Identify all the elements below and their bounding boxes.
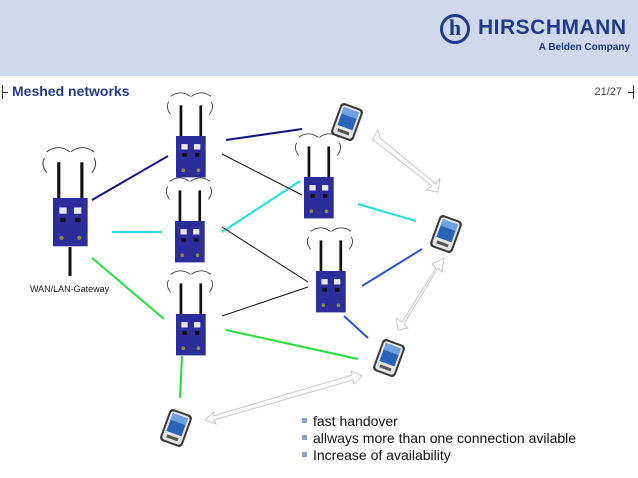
bullet-item: Increase of availability — [302, 446, 576, 463]
bullet-square-icon — [302, 452, 307, 457]
hirschmann-logo: h HIRSCHMANN A Belden Company — [440, 12, 630, 60]
logo-circle-icon — [440, 14, 470, 44]
roaming-arrow-bottom — [204, 370, 363, 425]
bullet-square-icon — [302, 435, 307, 440]
title-row: Meshed networks 21/27 — [0, 83, 638, 103]
wireless-links — [91, 128, 423, 399]
access-point-2 — [165, 177, 212, 263]
link-ap2-ap5 — [221, 226, 309, 283]
link-gateway-ap3 — [91, 257, 165, 320]
gateway-label: WAN/LAN-Gateway — [30, 284, 110, 294]
bullet-list: fast handover allways more than one conn… — [302, 412, 576, 463]
bullet-square-icon — [302, 418, 307, 423]
link-ap3-ap5 — [221, 286, 309, 317]
slide-title: Meshed networks — [12, 83, 130, 99]
link-ap1-ap4 — [221, 153, 303, 196]
link-gateway-ap1 — [91, 155, 169, 201]
logo-name: HIRSCHMANN — [478, 16, 627, 39]
link-ap5-pda3 — [343, 315, 369, 339]
pda-client-4 — [158, 407, 194, 449]
title-right-bracket-tick — [628, 92, 634, 93]
bullet-text: Increase of availability — [313, 446, 451, 463]
link-ap3-pda3 — [225, 329, 359, 360]
roaming-arrows — [204, 128, 445, 425]
pda-client-1 — [329, 101, 365, 143]
pda-client-3 — [371, 337, 407, 379]
title-left-bracket-tick — [2, 92, 8, 93]
slide-header: h HIRSCHMANN A Belden Company — [0, 0, 638, 76]
access-point-1 — [166, 92, 213, 178]
roaming-arrow-top — [371, 128, 441, 193]
bullet-text: allways more than one connection avilabl… — [313, 429, 577, 446]
logo-subtitle: A Belden Company — [538, 42, 630, 53]
access-point-5 — [306, 227, 353, 313]
link-ap4-pda2 — [357, 203, 417, 222]
bullet-text: fast handover — [313, 412, 398, 429]
access-point-3 — [166, 270, 213, 356]
bullet-item: allways more than one connection avilabl… — [302, 429, 576, 446]
page-number: 21/27 — [594, 86, 622, 98]
link-ap1-pda1 — [225, 128, 303, 141]
pda-client-2 — [428, 213, 464, 255]
bullet-item: fast handover — [302, 412, 576, 429]
access-point-4 — [294, 133, 341, 219]
gateway-access-point — [42, 147, 97, 247]
link-ap3-pda4 — [179, 355, 183, 399]
link-ap2-ap4 — [221, 180, 301, 233]
link-ap5-pda2 — [361, 248, 423, 287]
logo-h-glyph: h — [448, 15, 462, 40]
roaming-arrow-right — [395, 257, 445, 331]
